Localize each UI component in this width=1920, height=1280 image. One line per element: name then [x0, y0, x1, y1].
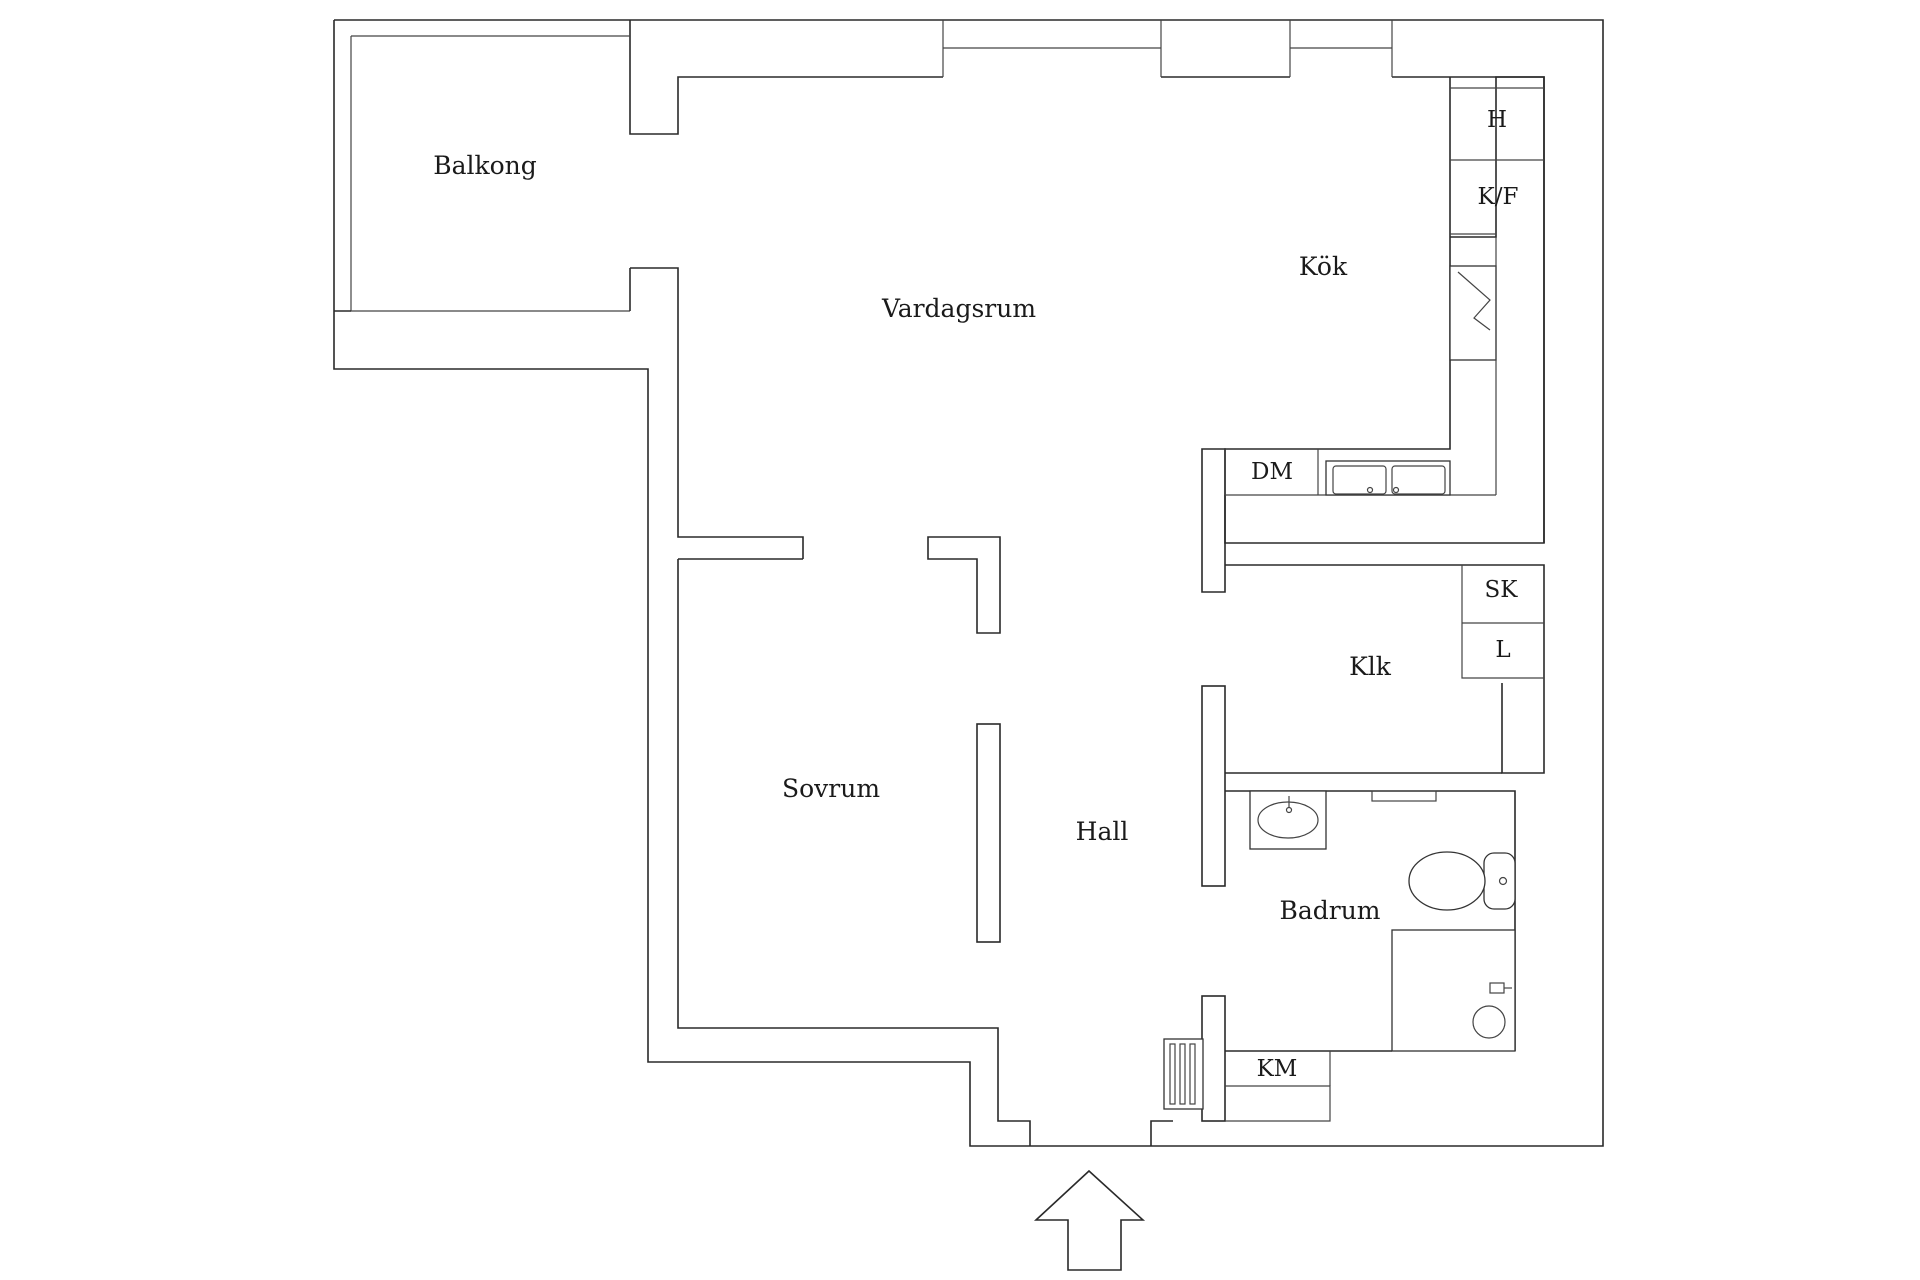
kitchen-sink-icon: [1325, 460, 1451, 496]
toilet-icon: [1408, 851, 1516, 911]
klk-fixtures: [1461, 565, 1544, 679]
room-label-badrum: Badrum: [1279, 896, 1380, 925]
radiator-icon: [1163, 1038, 1204, 1110]
fixture-label-l: L: [1495, 637, 1510, 663]
outer-walls: [333, 19, 1604, 1147]
fixture-label-km: KM: [1257, 1056, 1298, 1082]
room-label-vardagsrum: Vardagsrum: [881, 294, 1036, 323]
entrance-arrow-icon: [1033, 1169, 1146, 1271]
fixture-label-sk: SK: [1485, 577, 1519, 603]
kitchen-fixtures: [1224, 87, 1544, 496]
km-fixture: [1225, 1051, 1331, 1122]
room-label-klk: Klk: [1349, 652, 1392, 681]
bath-vent: [1371, 790, 1437, 802]
fixture-label-h: H: [1487, 107, 1507, 133]
room-label-kok: Kök: [1299, 252, 1348, 281]
sink-icon: [1249, 790, 1327, 850]
fixture-label-dm: DM: [1251, 459, 1293, 485]
room-label-sovrum: Sovrum: [782, 774, 880, 803]
room-label-balkong: Balkong: [433, 151, 537, 180]
fixture-label-kf: K/F: [1478, 184, 1519, 210]
balcony: [334, 35, 631, 312]
shower-icon: [1391, 929, 1516, 1052]
room-label-hall: Hall: [1076, 817, 1129, 846]
